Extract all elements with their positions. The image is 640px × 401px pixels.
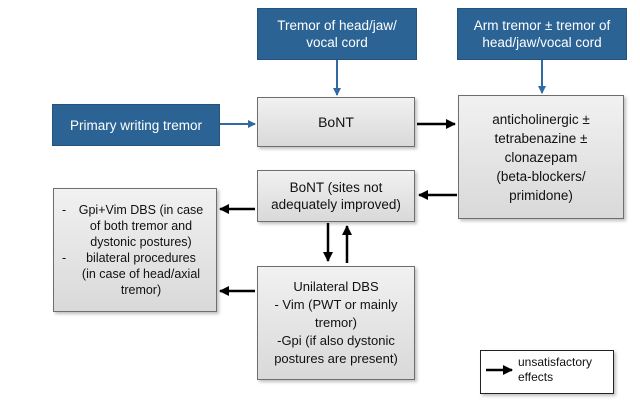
legend-label: unsatisfactory effects bbox=[518, 355, 593, 384]
bont-sites-box: BoNT (sites not adequately improved) bbox=[257, 170, 415, 222]
tremor-head-jaw-box: Tremor of head/jaw/ vocal cord bbox=[257, 8, 417, 60]
unilateral-dbs-box: Unilateral DBS - Vim (PWT or mainly trem… bbox=[257, 266, 415, 380]
arm-tremor-box: Arm tremor ± tremor of head/jaw/vocal co… bbox=[457, 8, 627, 60]
gpi-vim-dbs-box: - Gpi+Vim DBS (in case of both tremor an… bbox=[53, 188, 217, 312]
anticholinergic-box: anticholinergic ± tetrabenazine ± clonaz… bbox=[458, 95, 624, 219]
gpi-vim-dbs-text: Gpi+Vim DBS (in case of both tremor and … bbox=[78, 203, 204, 249]
bont-box: BoNT bbox=[257, 97, 415, 147]
primary-writing-tremor-box: Primary writing tremor bbox=[52, 104, 220, 146]
legend-box bbox=[480, 350, 614, 394]
bilateral-procedures-item: - bilateral procedures (in case of head/… bbox=[62, 250, 206, 298]
bilateral-procedures-text: bilateral procedures (in case of head/ax… bbox=[81, 251, 201, 297]
gpi-vim-dbs-item: - Gpi+Vim DBS (in case of both tremor an… bbox=[62, 202, 206, 250]
